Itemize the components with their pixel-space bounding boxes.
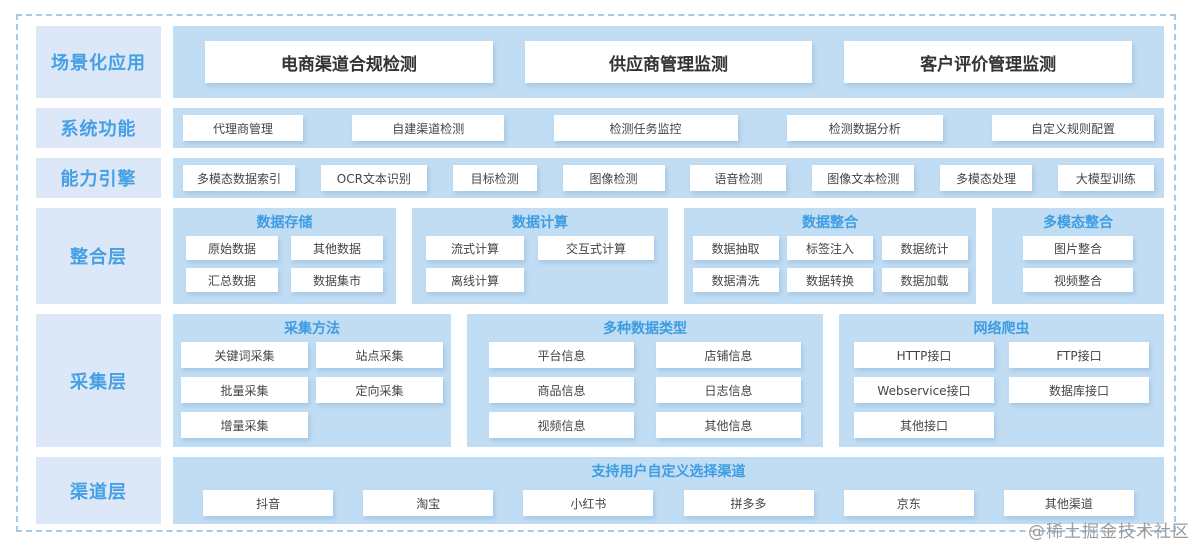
crawler-box: Webservice接口 bbox=[854, 377, 994, 403]
layer-content-system-functions: 代理商管理 自建渠道检测 检测任务监控 检测数据分析 自定义规则配置 bbox=[173, 108, 1164, 148]
storage-box: 数据集市 bbox=[291, 268, 383, 292]
method-box: 增量采集 bbox=[181, 412, 308, 438]
capability-box: 大模型训练 bbox=[1057, 165, 1154, 191]
group-data-compute: 数据计算 流式计算 交互式计算 离线计算 bbox=[412, 208, 668, 304]
layer-capability-engine: 能力引擎 多模态数据索引 OCR文本识别 目标检测 图像检测 语音检测 图像文本… bbox=[36, 158, 1164, 198]
system-function-box: 检测数据分析 bbox=[786, 115, 943, 141]
layer-content-integration: 数据存储 原始数据 其他数据 汇总数据 数据集市 数据计算 流式计算 交互式计算… bbox=[173, 208, 1164, 304]
compute-box: 离线计算 bbox=[426, 268, 524, 292]
system-function-box: 自定义规则配置 bbox=[992, 115, 1154, 141]
integration-box: 数据转换 bbox=[787, 268, 873, 292]
group-grid: 图片整合 视频整合 bbox=[992, 236, 1164, 292]
multimodal-box: 视频整合 bbox=[1023, 268, 1133, 292]
method-box: 关键词采集 bbox=[181, 342, 308, 368]
layer-label-capability-engine: 能力引擎 bbox=[36, 158, 161, 198]
group-collection-methods: 采集方法 关键词采集 站点采集 批量采集 定向采集 增量采集 bbox=[173, 314, 451, 447]
channel-box: 京东 bbox=[843, 490, 974, 516]
integration-box: 数据加载 bbox=[881, 268, 968, 292]
capability-box: 目标检测 bbox=[452, 165, 537, 191]
group-data-storage: 数据存储 原始数据 其他数据 汇总数据 数据集市 bbox=[173, 208, 396, 304]
scenario-app-box: 供应商管理监测 bbox=[524, 41, 813, 83]
group-data-types: 多种数据类型 平台信息 店铺信息 商品信息 日志信息 视频信息 其他信息 bbox=[467, 314, 823, 447]
channel-box: 淘宝 bbox=[363, 490, 494, 516]
integration-box: 数据清洗 bbox=[692, 268, 779, 292]
datatype-box: 店铺信息 bbox=[656, 342, 801, 368]
storage-box: 其他数据 bbox=[291, 236, 383, 260]
system-function-box: 检测任务监控 bbox=[553, 115, 738, 141]
capability-box: 图像检测 bbox=[562, 165, 665, 191]
group-title-collection-methods: 采集方法 bbox=[284, 321, 340, 337]
group-web-crawler: 网络爬虫 HTTP接口 FTP接口 Webservice接口 数据库接口 其他接… bbox=[839, 314, 1164, 447]
group-title-multimodal-integration: 多模态整合 bbox=[1043, 215, 1113, 231]
layer-content-scenario-apps: 电商渠道合规检测 供应商管理监测 客户评价管理监测 bbox=[173, 26, 1164, 98]
system-function-box: 自建渠道检测 bbox=[352, 115, 505, 141]
integration-box: 数据统计 bbox=[881, 236, 968, 260]
channel-box: 其他渠道 bbox=[1003, 490, 1134, 516]
layer-system-functions: 系统功能 代理商管理 自建渠道检测 检测任务监控 检测数据分析 自定义规则配置 bbox=[36, 108, 1164, 148]
layer-collection: 采集层 采集方法 关键词采集 站点采集 批量采集 定向采集 增量采集 多种数据类… bbox=[36, 314, 1164, 447]
group-title-web-crawler: 网络爬虫 bbox=[973, 321, 1030, 337]
method-box: 批量采集 bbox=[181, 377, 308, 403]
channel-box: 小红书 bbox=[523, 490, 654, 516]
channel-box: 拼多多 bbox=[683, 490, 814, 516]
layer-label-collection: 采集层 bbox=[36, 314, 161, 447]
compute-box: 流式计算 bbox=[426, 236, 524, 260]
crawler-box: FTP接口 bbox=[1009, 342, 1149, 368]
capability-box: 多模态数据索引 bbox=[183, 165, 295, 191]
channel-layer-title: 支持用户自定义选择渠道 bbox=[591, 464, 746, 480]
layer-integration: 整合层 数据存储 原始数据 其他数据 汇总数据 数据集市 数据计算 流式计算 交… bbox=[36, 208, 1164, 304]
architecture-diagram: 场景化应用 电商渠道合规检测 供应商管理监测 客户评价管理监测 系统功能 代理商… bbox=[16, 14, 1176, 532]
layer-content-capability-engine: 多模态数据索引 OCR文本识别 目标检测 图像检测 语音检测 图像文本检测 多模… bbox=[173, 158, 1164, 198]
storage-box: 汇总数据 bbox=[186, 268, 278, 292]
capability-box: 图像文本检测 bbox=[812, 165, 915, 191]
layer-label-channels: 渠道层 bbox=[36, 457, 161, 524]
capability-box: 多模态处理 bbox=[940, 165, 1033, 191]
capability-box: OCR文本识别 bbox=[320, 165, 427, 191]
method-box: 定向采集 bbox=[316, 377, 443, 403]
group-grid: 关键词采集 站点采集 批量采集 定向采集 增量采集 bbox=[173, 342, 451, 438]
storage-box: 原始数据 bbox=[186, 236, 278, 260]
group-grid: HTTP接口 FTP接口 Webservice接口 数据库接口 其他接口 bbox=[839, 342, 1164, 438]
capability-box: 语音检测 bbox=[690, 165, 787, 191]
channel-box: 抖音 bbox=[203, 490, 334, 516]
layer-label-scenario-apps: 场景化应用 bbox=[36, 26, 161, 98]
multimodal-box: 图片整合 bbox=[1023, 236, 1133, 260]
layer-content-channels: 支持用户自定义选择渠道 抖音 淘宝 小红书 拼多多 京东 其他渠道 bbox=[173, 457, 1164, 524]
scenario-app-box: 电商渠道合规检测 bbox=[205, 41, 493, 83]
integration-box: 标签注入 bbox=[787, 236, 873, 260]
layer-label-integration: 整合层 bbox=[36, 208, 161, 304]
group-grid: 数据抽取 标签注入 数据统计 数据清洗 数据转换 数据加载 bbox=[684, 236, 976, 292]
integration-box: 数据抽取 bbox=[692, 236, 779, 260]
group-title-data-compute: 数据计算 bbox=[512, 215, 568, 231]
crawler-box: HTTP接口 bbox=[854, 342, 994, 368]
layer-content-collection: 采集方法 关键词采集 站点采集 批量采集 定向采集 增量采集 多种数据类型 平台… bbox=[173, 314, 1164, 447]
datatype-box: 平台信息 bbox=[489, 342, 634, 368]
group-multimodal-integration: 多模态整合 图片整合 视频整合 bbox=[992, 208, 1164, 304]
scenario-app-box: 客户评价管理监测 bbox=[844, 41, 1132, 83]
layer-channels: 渠道层 支持用户自定义选择渠道 抖音 淘宝 小红书 拼多多 京东 其他渠道 bbox=[36, 457, 1164, 524]
watermark: @稀土掘金技术社区 bbox=[1028, 522, 1190, 542]
layer-label-system-functions: 系统功能 bbox=[36, 108, 161, 148]
group-grid: 流式计算 交互式计算 离线计算 bbox=[412, 236, 668, 292]
datatype-box: 视频信息 bbox=[489, 412, 634, 438]
datatype-box: 日志信息 bbox=[656, 377, 801, 403]
channel-cards: 抖音 淘宝 小红书 拼多多 京东 其他渠道 bbox=[173, 482, 1164, 524]
group-title-data-types: 多种数据类型 bbox=[603, 321, 687, 337]
group-title-data-storage: 数据存储 bbox=[256, 215, 313, 231]
datatype-box: 其他信息 bbox=[656, 412, 801, 438]
crawler-box: 其他接口 bbox=[854, 412, 994, 438]
crawler-box: 数据库接口 bbox=[1009, 377, 1149, 403]
layer-scenario-apps: 场景化应用 电商渠道合规检测 供应商管理监测 客户评价管理监测 bbox=[36, 26, 1164, 98]
group-grid: 原始数据 其他数据 汇总数据 数据集市 bbox=[173, 236, 396, 292]
group-title-data-integration: 数据整合 bbox=[802, 215, 858, 231]
system-function-box: 代理商管理 bbox=[183, 115, 303, 141]
datatype-box: 商品信息 bbox=[489, 377, 634, 403]
method-box: 站点采集 bbox=[316, 342, 443, 368]
group-grid: 平台信息 店铺信息 商品信息 日志信息 视频信息 其他信息 bbox=[467, 342, 823, 438]
compute-box: 交互式计算 bbox=[538, 236, 654, 260]
group-data-integration: 数据整合 数据抽取 标签注入 数据统计 数据清洗 数据转换 数据加载 bbox=[684, 208, 976, 304]
